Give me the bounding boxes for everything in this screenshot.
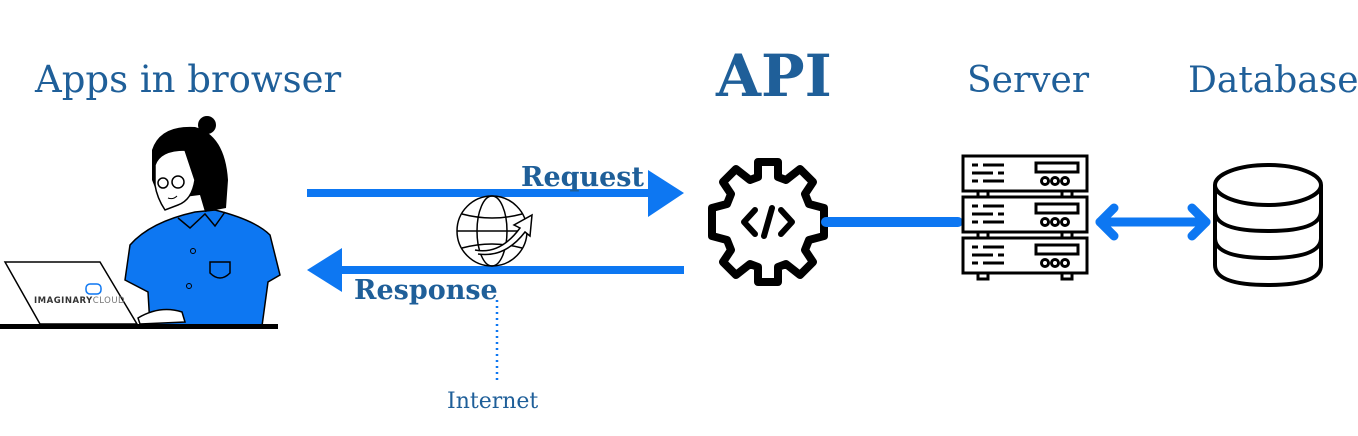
request-arrow [307, 170, 684, 217]
server-label: Server [967, 60, 1090, 101]
server-database-double-arrow [1095, 203, 1211, 241]
imaginary-cloud-logo: IMAGINARYCLOUD [34, 296, 125, 306]
apps-in-browser-label: Apps in browser [34, 58, 341, 101]
api-gear-icon [708, 158, 828, 286]
response-label: Response [354, 275, 498, 306]
server-rack-icon [961, 154, 1089, 281]
globe-icon [456, 195, 533, 267]
api-label: API [715, 42, 832, 110]
code-icon [741, 205, 795, 239]
database-label: Database [1188, 60, 1358, 101]
internet-label: Internet [447, 389, 538, 414]
desk [0, 324, 278, 329]
person-with-laptop-illustration: IMAGINARYCLOUD [0, 116, 281, 329]
request-label: Request [521, 162, 645, 193]
response-arrow [307, 248, 684, 292]
database-icon [1213, 163, 1323, 288]
cloud-logo-icon [85, 283, 102, 295]
